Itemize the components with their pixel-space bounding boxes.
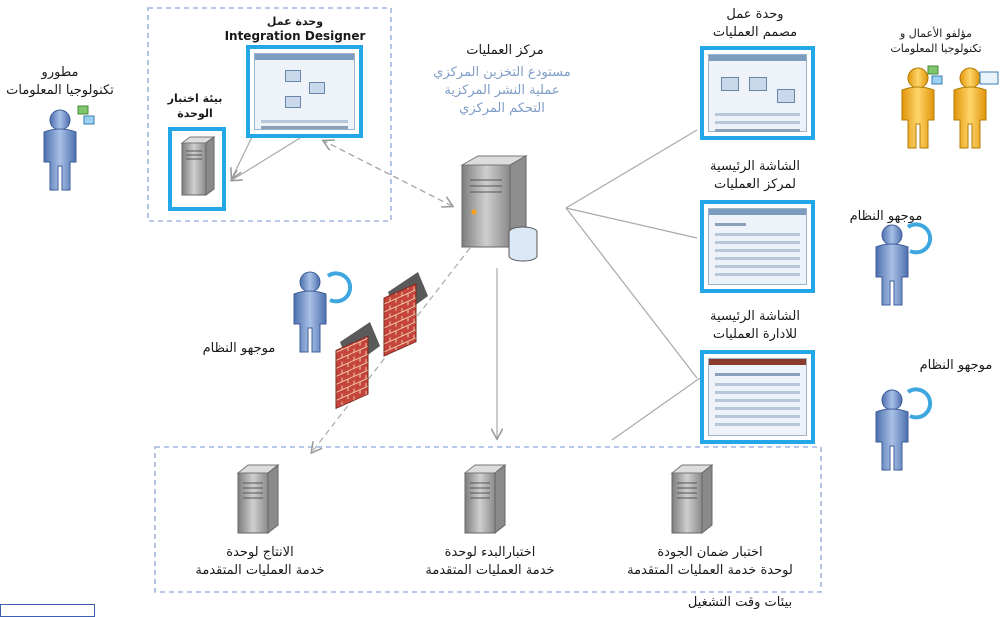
system-admin-left-label: موجهو النظام (202, 341, 276, 356)
production-server-icon (236, 463, 280, 535)
runtime-environments-region (154, 446, 822, 593)
system-admin-2-person-icon (875, 387, 933, 471)
integration-designer-region (147, 7, 392, 222)
system-admin-left-person-icon (293, 271, 353, 353)
process-center-server-icon (460, 155, 538, 262)
firewall-icon (335, 272, 428, 410)
process-center-console-screenshot (700, 200, 815, 293)
connector-lines (232, 129, 701, 452)
admin-console-screenshot (700, 350, 815, 444)
it-developer-person-icon (43, 105, 95, 191)
system-admin-1-label: موجهو النظام (849, 209, 923, 224)
business-author-person-icon-2 (953, 67, 999, 149)
staging-server-icon (463, 463, 507, 535)
qa-server-icon (670, 463, 714, 535)
process-center-capabilities: مستودع التخزين المركزي عملية النشر المرك… (433, 65, 571, 116)
process-center-title: مركز العمليات (466, 43, 544, 58)
business-author-person-icon-1 (901, 65, 943, 149)
integration-designer-workstation-label: وحدة عمل Integration Designer (224, 15, 366, 43)
unit-test-server-box (168, 127, 226, 211)
footer-frame (0, 604, 95, 617)
unit-test-server-icon (180, 136, 216, 196)
system-admin-1-person-icon (875, 222, 933, 306)
process-designer-screenshot (700, 46, 815, 140)
system-admin-2-label: موجهو النظام (919, 358, 993, 373)
integration-designer-screenshot (246, 45, 363, 138)
runtime-environments-label: بيئات وقت التشغيل (687, 595, 793, 610)
